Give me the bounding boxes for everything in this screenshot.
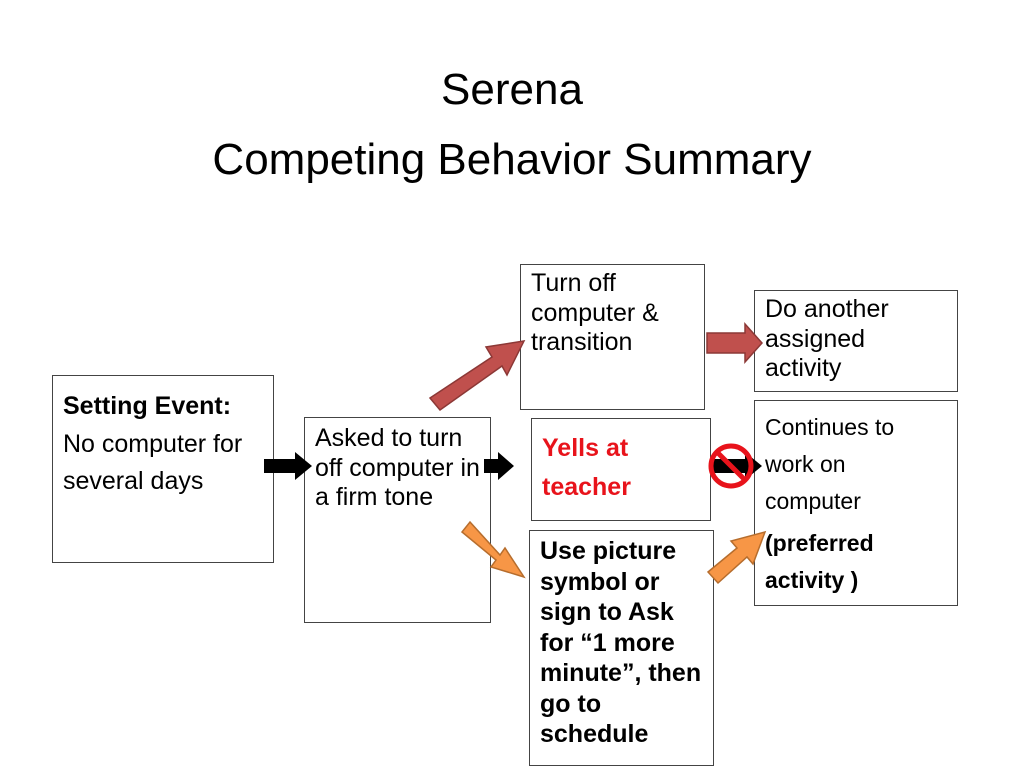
desired-behavior-box: Turn off computer & transition [520, 264, 705, 410]
title-name: Serena [441, 65, 583, 114]
desired-behavior-text: Turn off computer & transition [531, 269, 659, 356]
arrow-antecedent-to-problem [484, 452, 514, 480]
antecedent-text: Asked to turn off computer in a firm ton… [315, 424, 480, 511]
desired-consequence-box: Do another assigned activity [754, 290, 958, 392]
maintaining-consequence-box: Continues to work on computer (preferred… [754, 400, 958, 606]
arrow-setting-to-antecedent [264, 452, 312, 480]
arrow-antecedent-to-replacement [460, 520, 526, 579]
replacement-behavior-box: Use picture symbol or sign to Ask for “1… [529, 530, 714, 766]
setting-event-box: Setting Event: No computer for several d… [52, 375, 274, 563]
arrow-desired-to-desired-consequence [706, 322, 764, 364]
problem-behavior-box: Yells at teacher [531, 418, 711, 521]
replacement-behavior-text: Use picture symbol or sign to Ask for “1… [540, 537, 702, 748]
arrow-replacement-to-maintaining-consequence [706, 530, 767, 585]
setting-event-heading: Setting Event: [63, 392, 232, 420]
no-symbol-icon [708, 443, 754, 489]
problem-behavior-text: Yells at teacher [542, 434, 631, 501]
maintaining-consequence-extra: (preferred activity ) [765, 530, 874, 594]
setting-event-text: No computer for several days [63, 429, 243, 496]
arrow-antecedent-to-desired [428, 340, 526, 412]
desired-consequence-text: Do another assigned activity [765, 295, 889, 382]
antecedent-box: Asked to turn off computer in a firm ton… [304, 417, 491, 623]
maintaining-consequence-text: Continues to work on computer [765, 414, 895, 514]
title-subtitle: Competing Behavior Summary [212, 135, 812, 184]
